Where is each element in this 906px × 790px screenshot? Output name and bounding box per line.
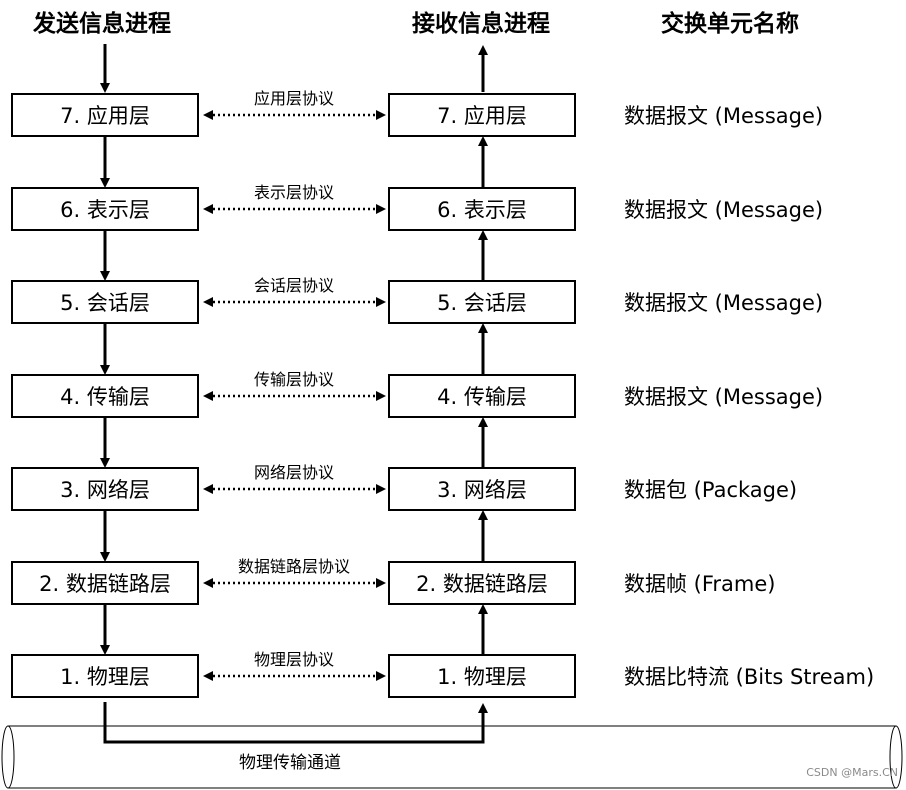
receiver-layer-box: 5. 会话层 (388, 280, 576, 324)
physical-path-line (103, 702, 488, 744)
exchange-unit-header: 交换单元名称 (661, 11, 799, 37)
receiver-layer-box: 6. 表示层 (388, 187, 576, 231)
protocol-label: 会话层协议 (253, 276, 334, 295)
receiver-layer-box: 3. 网络层 (388, 467, 576, 511)
exchange-unit-label: 数据比特流 (Bits Stream) (624, 665, 875, 689)
sender-layer-box: 1. 物理层 (11, 654, 199, 698)
sender-process-header: 发送信息进程 (33, 11, 171, 37)
sender-layer-box: 4. 传输层 (11, 374, 199, 418)
exchange-unit-label: 数据报文 (Message) (624, 198, 824, 222)
sender-layer-box: 3. 网络层 (11, 467, 199, 511)
receiver-layer-box: 4. 传输层 (388, 374, 576, 418)
protocol-label: 数据链路层协议 (237, 557, 350, 576)
sender-layer-box: 6. 表示层 (11, 187, 199, 231)
exchange-unit-label: 数据帧 (Frame) (624, 572, 776, 596)
receiver-process-header: 接收信息进程 (412, 11, 550, 37)
exchange-unit-label: 数据报文 (Message) (624, 291, 824, 315)
receiver-layer-box: 1. 物理层 (388, 654, 576, 698)
exchange-unit-label: 数据报文 (Message) (624, 104, 824, 128)
protocol-label: 传输层协议 (253, 370, 334, 389)
sender-layer-box: 7. 应用层 (11, 93, 199, 137)
physical-channel-label: 物理传输通道 (239, 753, 341, 773)
protocol-label: 物理层协议 (253, 650, 334, 669)
physical-channel-pipe (1, 725, 903, 789)
watermark: CSDN @Mars.CN (806, 766, 898, 779)
receiver-layer-box: 2. 数据链路层 (388, 561, 576, 605)
sender-layer-box: 5. 会话层 (11, 280, 199, 324)
protocol-label: 应用层协议 (253, 89, 334, 108)
protocol-label: 表示层协议 (253, 183, 334, 202)
exchange-unit-label: 数据报文 (Message) (624, 385, 824, 409)
exchange-unit-label: 数据包 (Package) (624, 478, 798, 502)
protocol-label: 网络层协议 (253, 463, 334, 482)
receiver-layer-box: 7. 应用层 (388, 93, 576, 137)
sender-layer-box: 2. 数据链路层 (11, 561, 199, 605)
